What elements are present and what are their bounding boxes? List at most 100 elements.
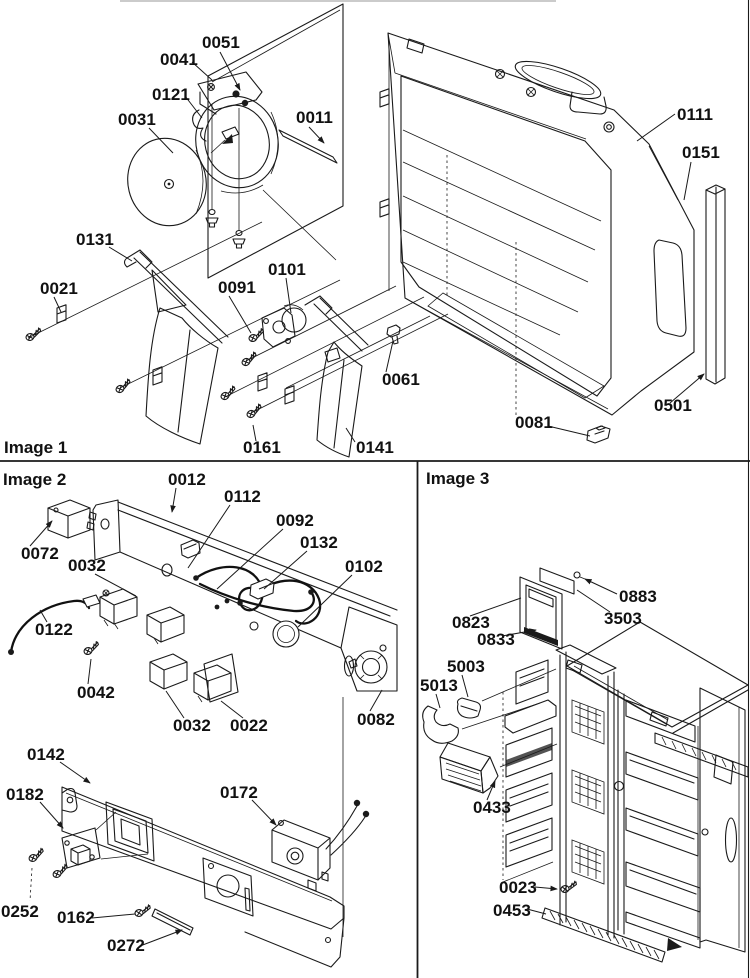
image1-caption: Image 1 [4, 438, 67, 457]
trim-strip-0501 [706, 185, 725, 384]
part-label-0042: 0042 [77, 683, 115, 702]
part-label-0122: 0122 [35, 620, 73, 639]
light-shield-0272 [152, 909, 193, 935]
leader-0182 [40, 802, 64, 829]
small-parts [423, 698, 578, 894]
clip-5003 [458, 698, 481, 718]
fan-shroud-assembly [186, 72, 288, 249]
part-label-0182: 0182 [6, 785, 44, 804]
leader-0883 [584, 579, 617, 594]
freezer-door-column [503, 660, 556, 882]
control-panel-0142 [62, 697, 344, 967]
screw-0883 [574, 572, 580, 578]
lamp-socket-0082 [349, 651, 387, 683]
part-label-0833: 0833 [477, 630, 515, 649]
part-label-0061: 0061 [382, 370, 420, 389]
part-label-0162: 0162 [57, 908, 95, 927]
leader-0011 [309, 127, 325, 144]
cabinet-liner-box [379, 33, 694, 416]
screw-0042 [81, 640, 101, 657]
control-0172 [272, 799, 370, 891]
part-label-0141: 0141 [356, 438, 394, 457]
part-label-0161: 0161 [243, 438, 281, 457]
switch-0182 [26, 812, 148, 901]
image1-panel: 0041 0051 0121 0031 0011 0111 0151 0131 … [4, 4, 725, 457]
fridge-door [618, 688, 748, 952]
leader-0833 [502, 628, 537, 636]
part-label-0151: 0151 [682, 143, 720, 162]
fan-blade [119, 130, 216, 234]
part-label-0112: 0112 [224, 487, 261, 506]
leader-0172 [252, 800, 277, 826]
part-label-0142: 0142 [27, 745, 65, 764]
screw-0162 [133, 904, 152, 918]
part-label-0121: 0121 [152, 85, 190, 104]
air-duct-0131 [125, 250, 229, 444]
part-label-0453: 0453 [493, 901, 531, 920]
part-label-0051: 0051 [202, 33, 240, 52]
leader-0051 [220, 52, 240, 91]
part-label-0172: 0172 [220, 783, 258, 802]
mount-rod-0011 [279, 130, 337, 163]
connector-0132 [250, 579, 274, 599]
shield-parts [133, 904, 193, 935]
clip-0112 [181, 540, 200, 558]
image1-labels: 0041 0051 0121 0031 0011 0111 0151 0131 … [40, 33, 720, 457]
leader-0023 [535, 885, 558, 892]
hub-arrow [222, 134, 233, 144]
spring-clip-0121 [193, 110, 206, 141]
leader-lines [54, 62, 691, 442]
part-label-0023: 0023 [499, 878, 537, 897]
back-panel [208, 4, 343, 278]
toe-grille-0453 [542, 908, 682, 962]
part-label-0132: 0132 [300, 533, 338, 552]
part-label-0501: 0501 [654, 396, 692, 415]
part-label-0131: 0131 [76, 230, 114, 249]
wire-harness [8, 567, 320, 655]
door-handle [726, 818, 737, 862]
image3-panel: 0883 3503 0823 0833 5003 5013 0433 0023 … [420, 469, 748, 962]
part-label-0433: 0433 [473, 798, 511, 817]
alignment-lines [28, 190, 448, 413]
cabinet-top-face [566, 622, 748, 733]
top-grip-recess [512, 54, 605, 106]
part-label-0032b: 0032 [173, 716, 211, 735]
lamp-hole [273, 621, 299, 647]
part-label-5013: 5013 [420, 676, 458, 695]
part-label-0081: 0081 [515, 413, 553, 432]
part-label-0031: 0031 [118, 110, 156, 129]
part-label-0823: 0823 [452, 613, 490, 632]
part-label-0082: 0082 [357, 710, 395, 729]
image3-caption: Image 3 [426, 469, 489, 488]
center-frame [556, 645, 624, 938]
screw-0252 [26, 847, 46, 864]
image3-alignment-lines [462, 669, 557, 767]
fasteners [23, 185, 725, 443]
leader-0072 [30, 520, 53, 546]
image2-labels: 0012 0112 0092 0132 0102 0072 0032 0122 … [1, 470, 395, 955]
door-top-rail [655, 733, 748, 777]
part-label-0091: 0091 [218, 278, 256, 297]
part-label-0252: 0252 [1, 902, 39, 921]
image2-leader-lines [40, 505, 382, 918]
bracket-5013 [423, 706, 459, 743]
image2-caption: Image 2 [3, 470, 66, 489]
leader-0012 [170, 488, 176, 513]
leader-0501 [670, 373, 705, 403]
image3-labels: 0883 3503 0823 0833 5003 5013 0433 0023 … [420, 587, 657, 920]
part-label-0102: 0102 [345, 557, 383, 576]
tray-0433 [440, 743, 498, 793]
part-label-5003: 5003 [447, 657, 485, 676]
part-label-0101: 0101 [268, 260, 306, 279]
plate-3503 [540, 568, 574, 594]
fan-motor [262, 305, 306, 347]
screw-0023 [559, 880, 578, 894]
leader-0433 [487, 780, 495, 800]
part-label-0092: 0092 [276, 511, 314, 530]
part-label-0883: 0883 [619, 587, 657, 606]
part-label-0032a: 0032 [68, 556, 106, 575]
bezel-dark-band [524, 627, 558, 646]
